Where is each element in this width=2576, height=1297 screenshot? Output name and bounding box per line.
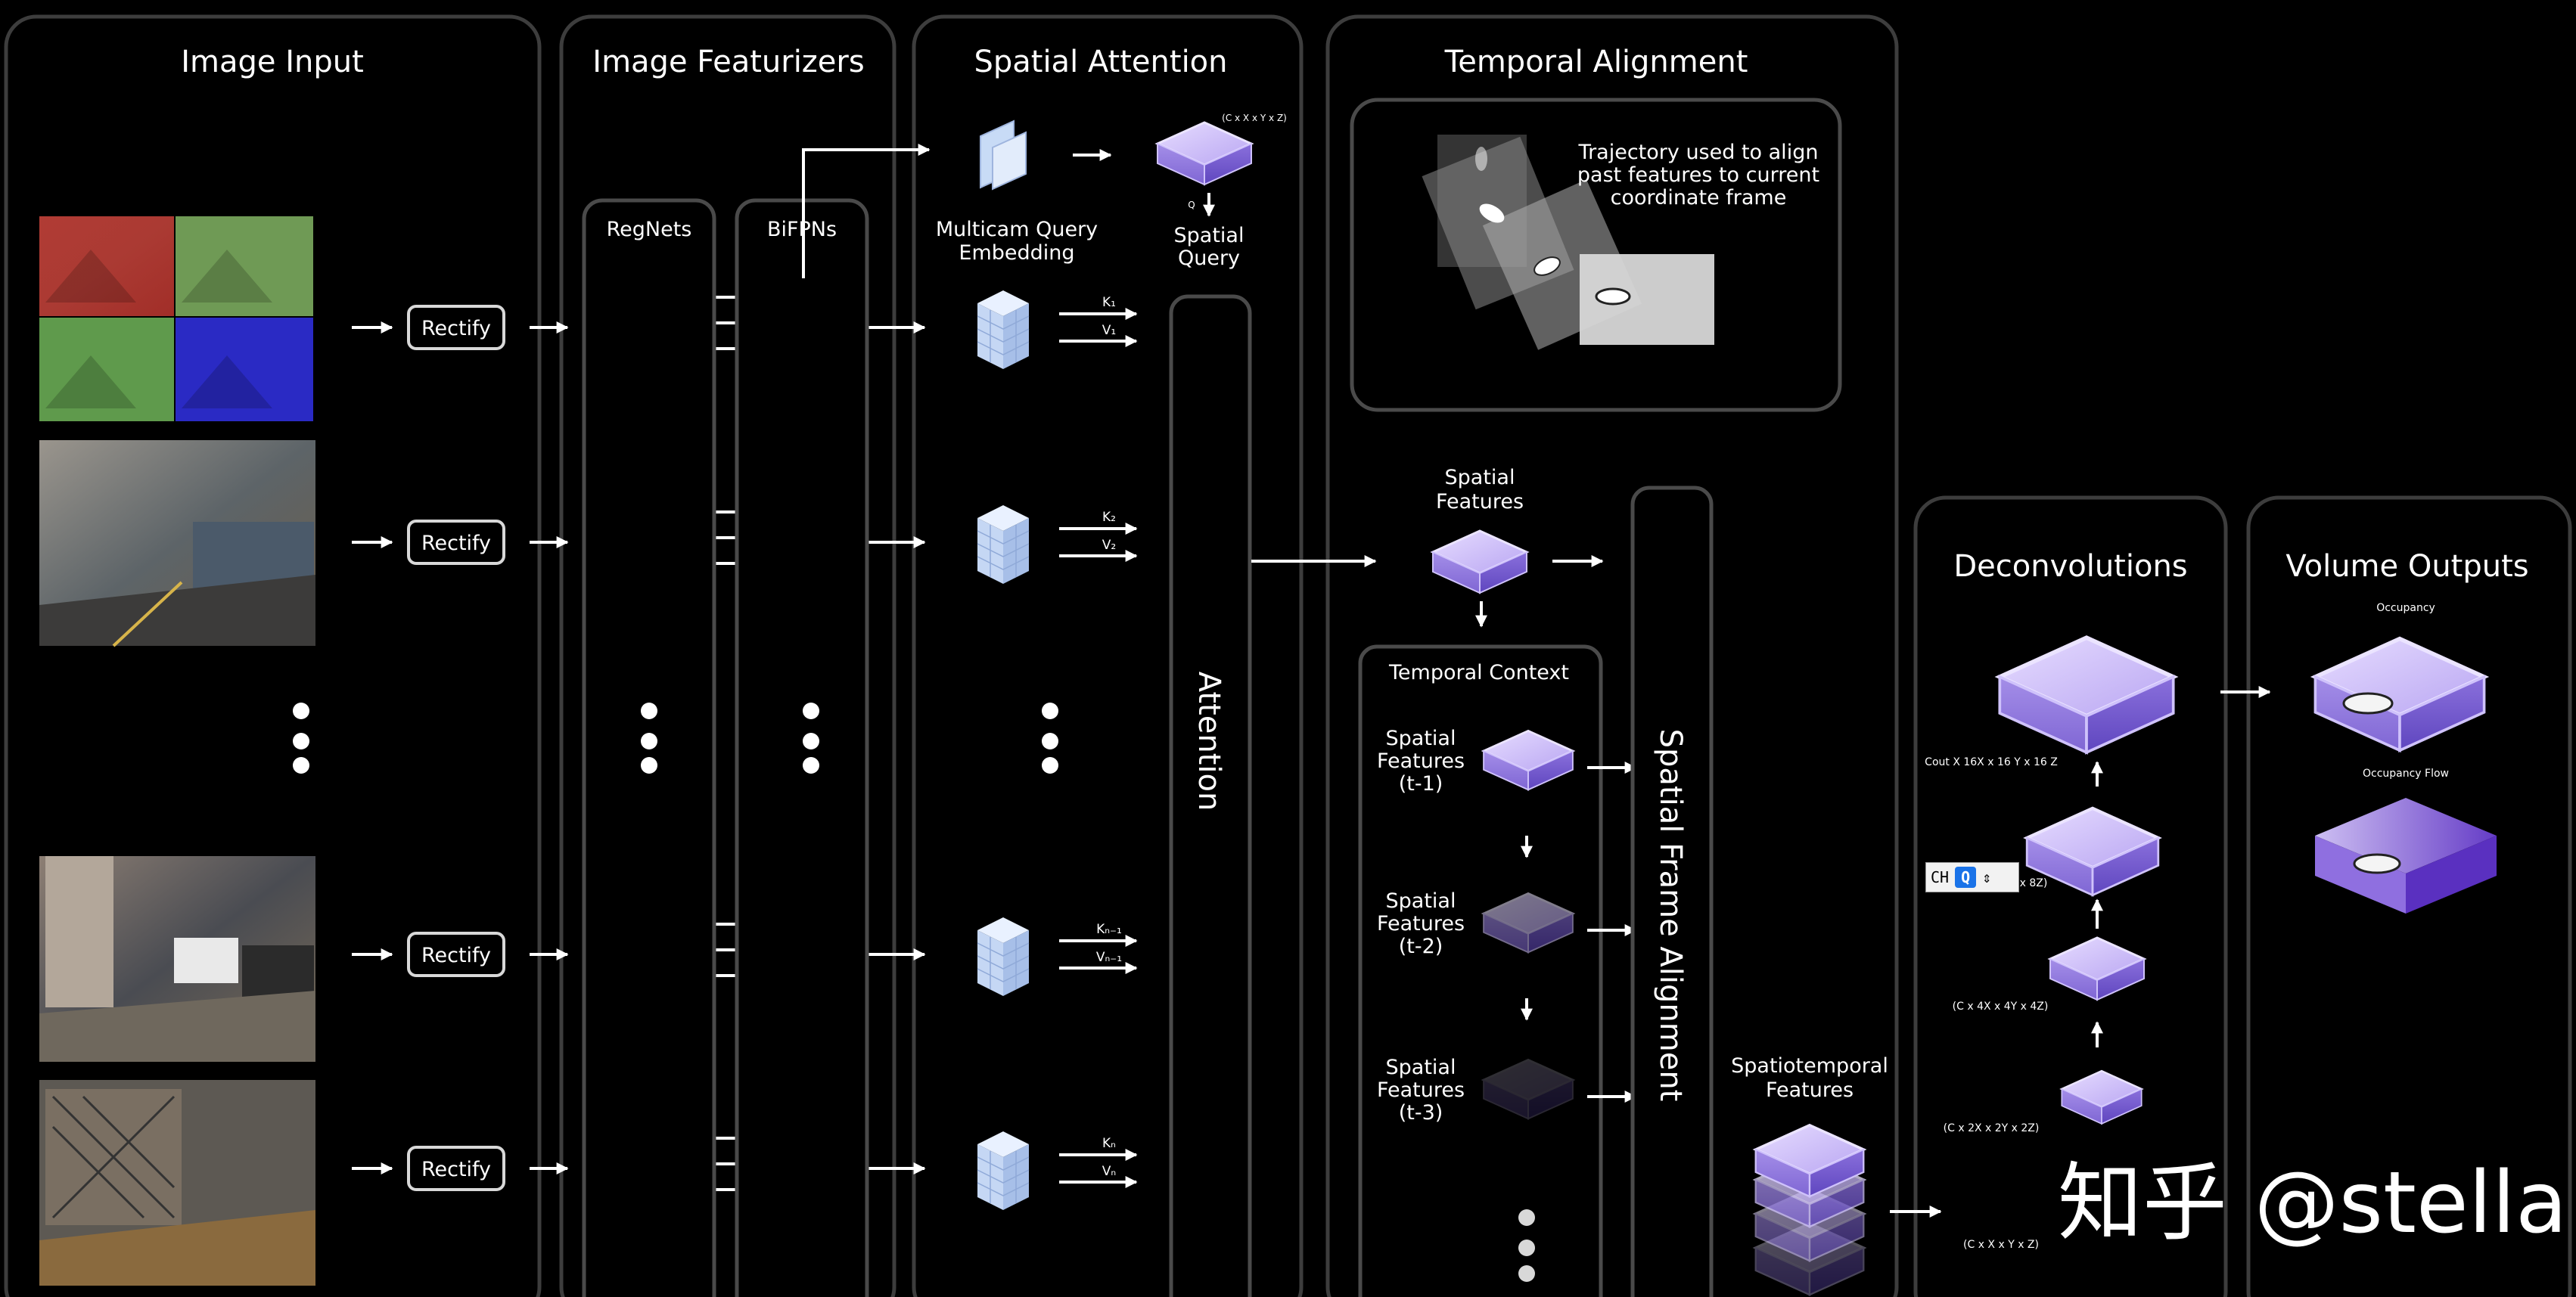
key-value-cube — [977, 504, 1030, 585]
spatial-query-line1: Spatial — [1174, 224, 1244, 247]
rectify-label: Rectify — [421, 1158, 491, 1181]
volume-outputs-title: Volume Outputs — [2285, 549, 2528, 584]
watermark: 知乎 @stella — [2058, 1154, 2568, 1252]
context-item-text: (t-1) — [1399, 772, 1443, 796]
key-label: Kₙ — [1102, 1136, 1116, 1151]
trajectory-frames — [1422, 135, 1714, 350]
camera-image-3 — [39, 856, 315, 1062]
deconv-dims-5: (C x X x Y x Z) — [1963, 1239, 2039, 1251]
attention-label: Attention — [1192, 672, 1226, 811]
rectify-box — [407, 1146, 505, 1191]
key-label: Kₙ₋₁ — [1096, 922, 1122, 937]
camera-image-grid — [39, 216, 313, 421]
context-item-text: Spatial — [1386, 727, 1456, 750]
ime-toggle-icon[interactable]: ⇕ — [1982, 868, 1992, 886]
temporal-alignment-title: Temporal Alignment — [1444, 45, 1748, 79]
temporal-context-box — [1358, 644, 1603, 1297]
spatiotemporal-volume-stack — [1754, 1124, 1866, 1296]
deconv-dims-1: Cout X 16X x 16 Y x 16 Z — [1925, 756, 2058, 768]
spatial-frame-alignment-block — [1630, 486, 1714, 1297]
rectify-box — [407, 520, 505, 565]
context-item-text: Features — [1377, 912, 1465, 936]
rectify-label: Rectify — [421, 317, 491, 340]
value-label: Vₙ — [1102, 1164, 1116, 1179]
regnets-label: RegNets — [607, 218, 692, 241]
vertical-ellipsis-cameras — [293, 703, 309, 774]
query-embedding-line1: Multicam Query — [936, 218, 1098, 241]
trajectory-note-1: Trajectory used to align — [1578, 141, 1819, 164]
temporal-context-title: Temporal Context — [1388, 661, 1569, 684]
occupancy-flow-label: Occupancy Flow — [2363, 768, 2449, 780]
attention-block — [1169, 294, 1252, 1297]
vertical-ellipsis-featurizers — [641, 703, 1058, 774]
spatial-frame-alignment-label: Spatial Frame Alignment — [1653, 729, 1688, 1102]
spatiotemporal-line1: Spatiotemporal — [1731, 1054, 1888, 1078]
rectify-box — [407, 305, 505, 350]
key-value-cube — [977, 1131, 1030, 1211]
deconv-dims-4: (C x 2X x 2Y x 2Z) — [1944, 1122, 2040, 1134]
spatial-features-line2: Features — [1436, 490, 1524, 514]
value-label: Vₙ₋₁ — [1096, 950, 1122, 965]
context-item-text: Features — [1377, 749, 1465, 773]
rectify-label: Rectify — [421, 944, 491, 967]
query-embedding-line2: Embedding — [959, 241, 1074, 265]
query-embedding-icon — [980, 119, 1027, 191]
context-item-text: Spatial — [1386, 889, 1456, 913]
key-value-cube — [977, 917, 1030, 997]
value-label: V₁ — [1102, 323, 1116, 338]
trajectory-note-3: coordinate frame — [1611, 186, 1787, 209]
deconv-dims-3: (C x 4X x 4Y x 4Z) — [1953, 1001, 2049, 1013]
camera-image-2 — [39, 440, 315, 647]
deconvolutions-title: Deconvolutions — [1953, 549, 2187, 584]
key-label: K₂ — [1102, 510, 1116, 525]
spatiotemporal-line2: Features — [1766, 1078, 1854, 1102]
context-item-text: Spatial — [1386, 1056, 1456, 1079]
spatial-attention-title: Spatial Attention — [974, 45, 1227, 79]
ime-toolbar[interactable]: CH Q ⇕ — [1925, 862, 2019, 892]
key-value-cube — [977, 290, 1030, 370]
value-label: V₂ — [1102, 538, 1116, 553]
image-featurizers-title: Image Featurizers — [592, 45, 864, 79]
image-input-title: Image Input — [181, 45, 364, 79]
camera-image-4 — [39, 1080, 315, 1286]
spatial-query-line2: Query — [1178, 247, 1240, 270]
occupancy-label: Occupancy — [2376, 602, 2435, 614]
ime-mode-label[interactable]: CH — [1931, 868, 1950, 886]
context-item-text: (t-2) — [1399, 935, 1443, 958]
occupancy-flow-volume — [2315, 798, 2497, 914]
query-dims: (C x X x Y x Z) — [1222, 113, 1287, 123]
rectify-label: Rectify — [421, 532, 491, 555]
vertical-ellipsis-context — [1518, 1209, 1535, 1282]
ime-q-icon[interactable]: Q — [1955, 867, 1977, 888]
rectify-box — [407, 932, 505, 977]
car-icon — [2342, 692, 2394, 715]
trajectory-note-2: past features to current — [1577, 163, 1819, 187]
embedding-arrow — [802, 144, 931, 278]
q-label: Q — [1188, 200, 1195, 210]
bifpns-panel — [735, 198, 869, 1297]
deconv-dims-2: x 8Z) — [2020, 877, 2048, 889]
context-item-text: Features — [1377, 1078, 1465, 1102]
key-label: K₁ — [1102, 295, 1116, 310]
spatial-features-line1: Spatial — [1445, 466, 1515, 489]
context-item-text: (t-3) — [1399, 1101, 1443, 1125]
